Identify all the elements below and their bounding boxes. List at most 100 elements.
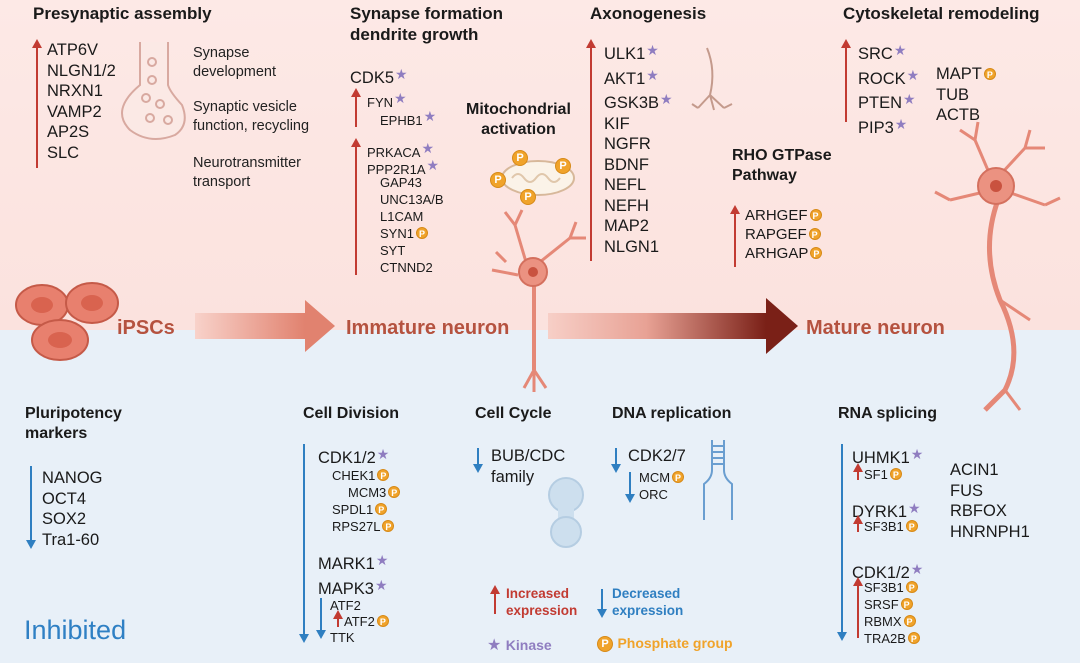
decrease-arrow [299, 444, 309, 643]
increase-arrow [586, 39, 596, 261]
mark-gene-list: MARK1★ MAPK3★ [318, 552, 389, 598]
dividing-cell-icon [548, 477, 584, 548]
phosphate-icon: P [905, 520, 918, 532]
fyn-gene: FYN★ [367, 90, 407, 110]
immature-neuron-icon [491, 209, 586, 392]
phosphate-icon: P [415, 227, 428, 239]
decrease-arrow [473, 448, 483, 473]
cyto-gene-list-1: SRC★ ROCK★ PTEN★ PIP3★ [858, 42, 920, 137]
kinase-icon: ★ [894, 115, 908, 132]
kinase-icon: ★ [908, 500, 921, 516]
phosphate-icon: P [808, 228, 821, 240]
increase-arrow [333, 610, 343, 627]
uhmk1-gene: UHMK1★ [852, 446, 924, 467]
kinase-icon: ★ [375, 552, 389, 568]
increase-arrow [853, 577, 863, 638]
orc-gene: ORC [639, 487, 668, 502]
increase-arrow [32, 39, 42, 168]
prkaca-gene: PRKACA★ [367, 140, 435, 160]
kinase-icon: ★ [395, 66, 408, 82]
phosphate-icon: P [810, 247, 823, 259]
stage-ipscs: iPSCs [117, 317, 175, 339]
inhibited-label: Inhibited [24, 615, 127, 645]
kinase-icon: ★ [910, 561, 924, 577]
stage-arrow-1 [195, 300, 335, 352]
dyrk1-gene: DYRK1★ [852, 500, 921, 521]
phosphate-icon: P [388, 486, 401, 498]
increase-arrow [841, 39, 851, 122]
phosphate-icon: P [907, 632, 920, 644]
phosphate-icon: P [376, 615, 389, 627]
increase-arrow [853, 463, 863, 480]
inhibited-region [0, 330, 1080, 663]
phosphate-icon: P [672, 471, 685, 483]
increase-arrow [351, 138, 361, 275]
legend-phosphate: P Phosphate group [595, 635, 733, 653]
phosphate-icon: P [903, 615, 916, 627]
kinase-icon: ★ [421, 140, 435, 156]
decrease-arrow [625, 472, 635, 503]
stage-mature-neuron: Mature neuron [806, 317, 945, 339]
axon-title: Axonogenesis [590, 4, 707, 23]
cyto-title: Cytoskeletal remodeling [843, 4, 1040, 23]
kinase-icon: ★ [903, 91, 916, 107]
ipsc-cells-icon [15, 282, 119, 361]
kinase-icon: ★ [906, 66, 920, 83]
rna-cdk12-gene: CDK1/2★ [852, 561, 924, 582]
cdk27-gene: CDK2/7 [628, 447, 686, 465]
stage-immature-neuron: Immature neuron [346, 317, 510, 339]
phosphate-icon: P [900, 598, 913, 610]
presynaptic-desc-3: Neurotransmitter transport [193, 155, 301, 190]
kinase-icon: ★ [893, 42, 907, 58]
phosphate-icon: P [520, 189, 536, 205]
presynaptic-terminal-icon [121, 42, 186, 140]
phosphate-icon: P [555, 158, 571, 174]
phosphate-icon: P [889, 468, 902, 480]
decrease-arrow [611, 448, 621, 473]
decrease-arrow [837, 444, 847, 641]
phosphate-icon: P [490, 172, 506, 188]
kinase-icon: ★ [376, 446, 390, 462]
phosphate-icon: P [809, 209, 822, 221]
phosphate-icon: P [382, 520, 395, 532]
ttk-gene: TTK [330, 630, 355, 645]
kinase-icon: ★ [374, 576, 388, 593]
kinase-icon: ★ [910, 446, 924, 462]
decrease-arrow [316, 598, 326, 639]
cdk12-gene: CDK1/2★ [318, 446, 390, 467]
legend-decrease-arrow [597, 589, 607, 618]
ppp2r1a-gene: PPP2R1A★ [367, 157, 440, 177]
phosphate-icon: P [597, 636, 613, 652]
axon-icon [691, 47, 733, 111]
cycle-title: Cell Cycle [475, 405, 552, 422]
division-title: Cell Division [303, 405, 400, 422]
decrease-arrow [26, 466, 36, 549]
kinase-icon: ★ [646, 66, 659, 83]
dna-title: DNA replication [612, 405, 732, 422]
rna-title: RNA splicing [838, 405, 937, 422]
phosphate-icon: P [512, 150, 528, 166]
axon-gene-list: ULK1★ AKT1★ GSK3B★ KIF NGFR BDNF NEFL NE… [604, 42, 673, 256]
presynaptic-title: Presynaptic assembly [33, 4, 212, 23]
cdk5-gene: CDK5★ [350, 66, 408, 87]
presynaptic-desc-1: Synapse development [193, 45, 277, 80]
increase-arrow [730, 205, 740, 267]
atf2-gene: ATF2 [330, 598, 361, 613]
phosphate-icon: P [905, 581, 918, 593]
